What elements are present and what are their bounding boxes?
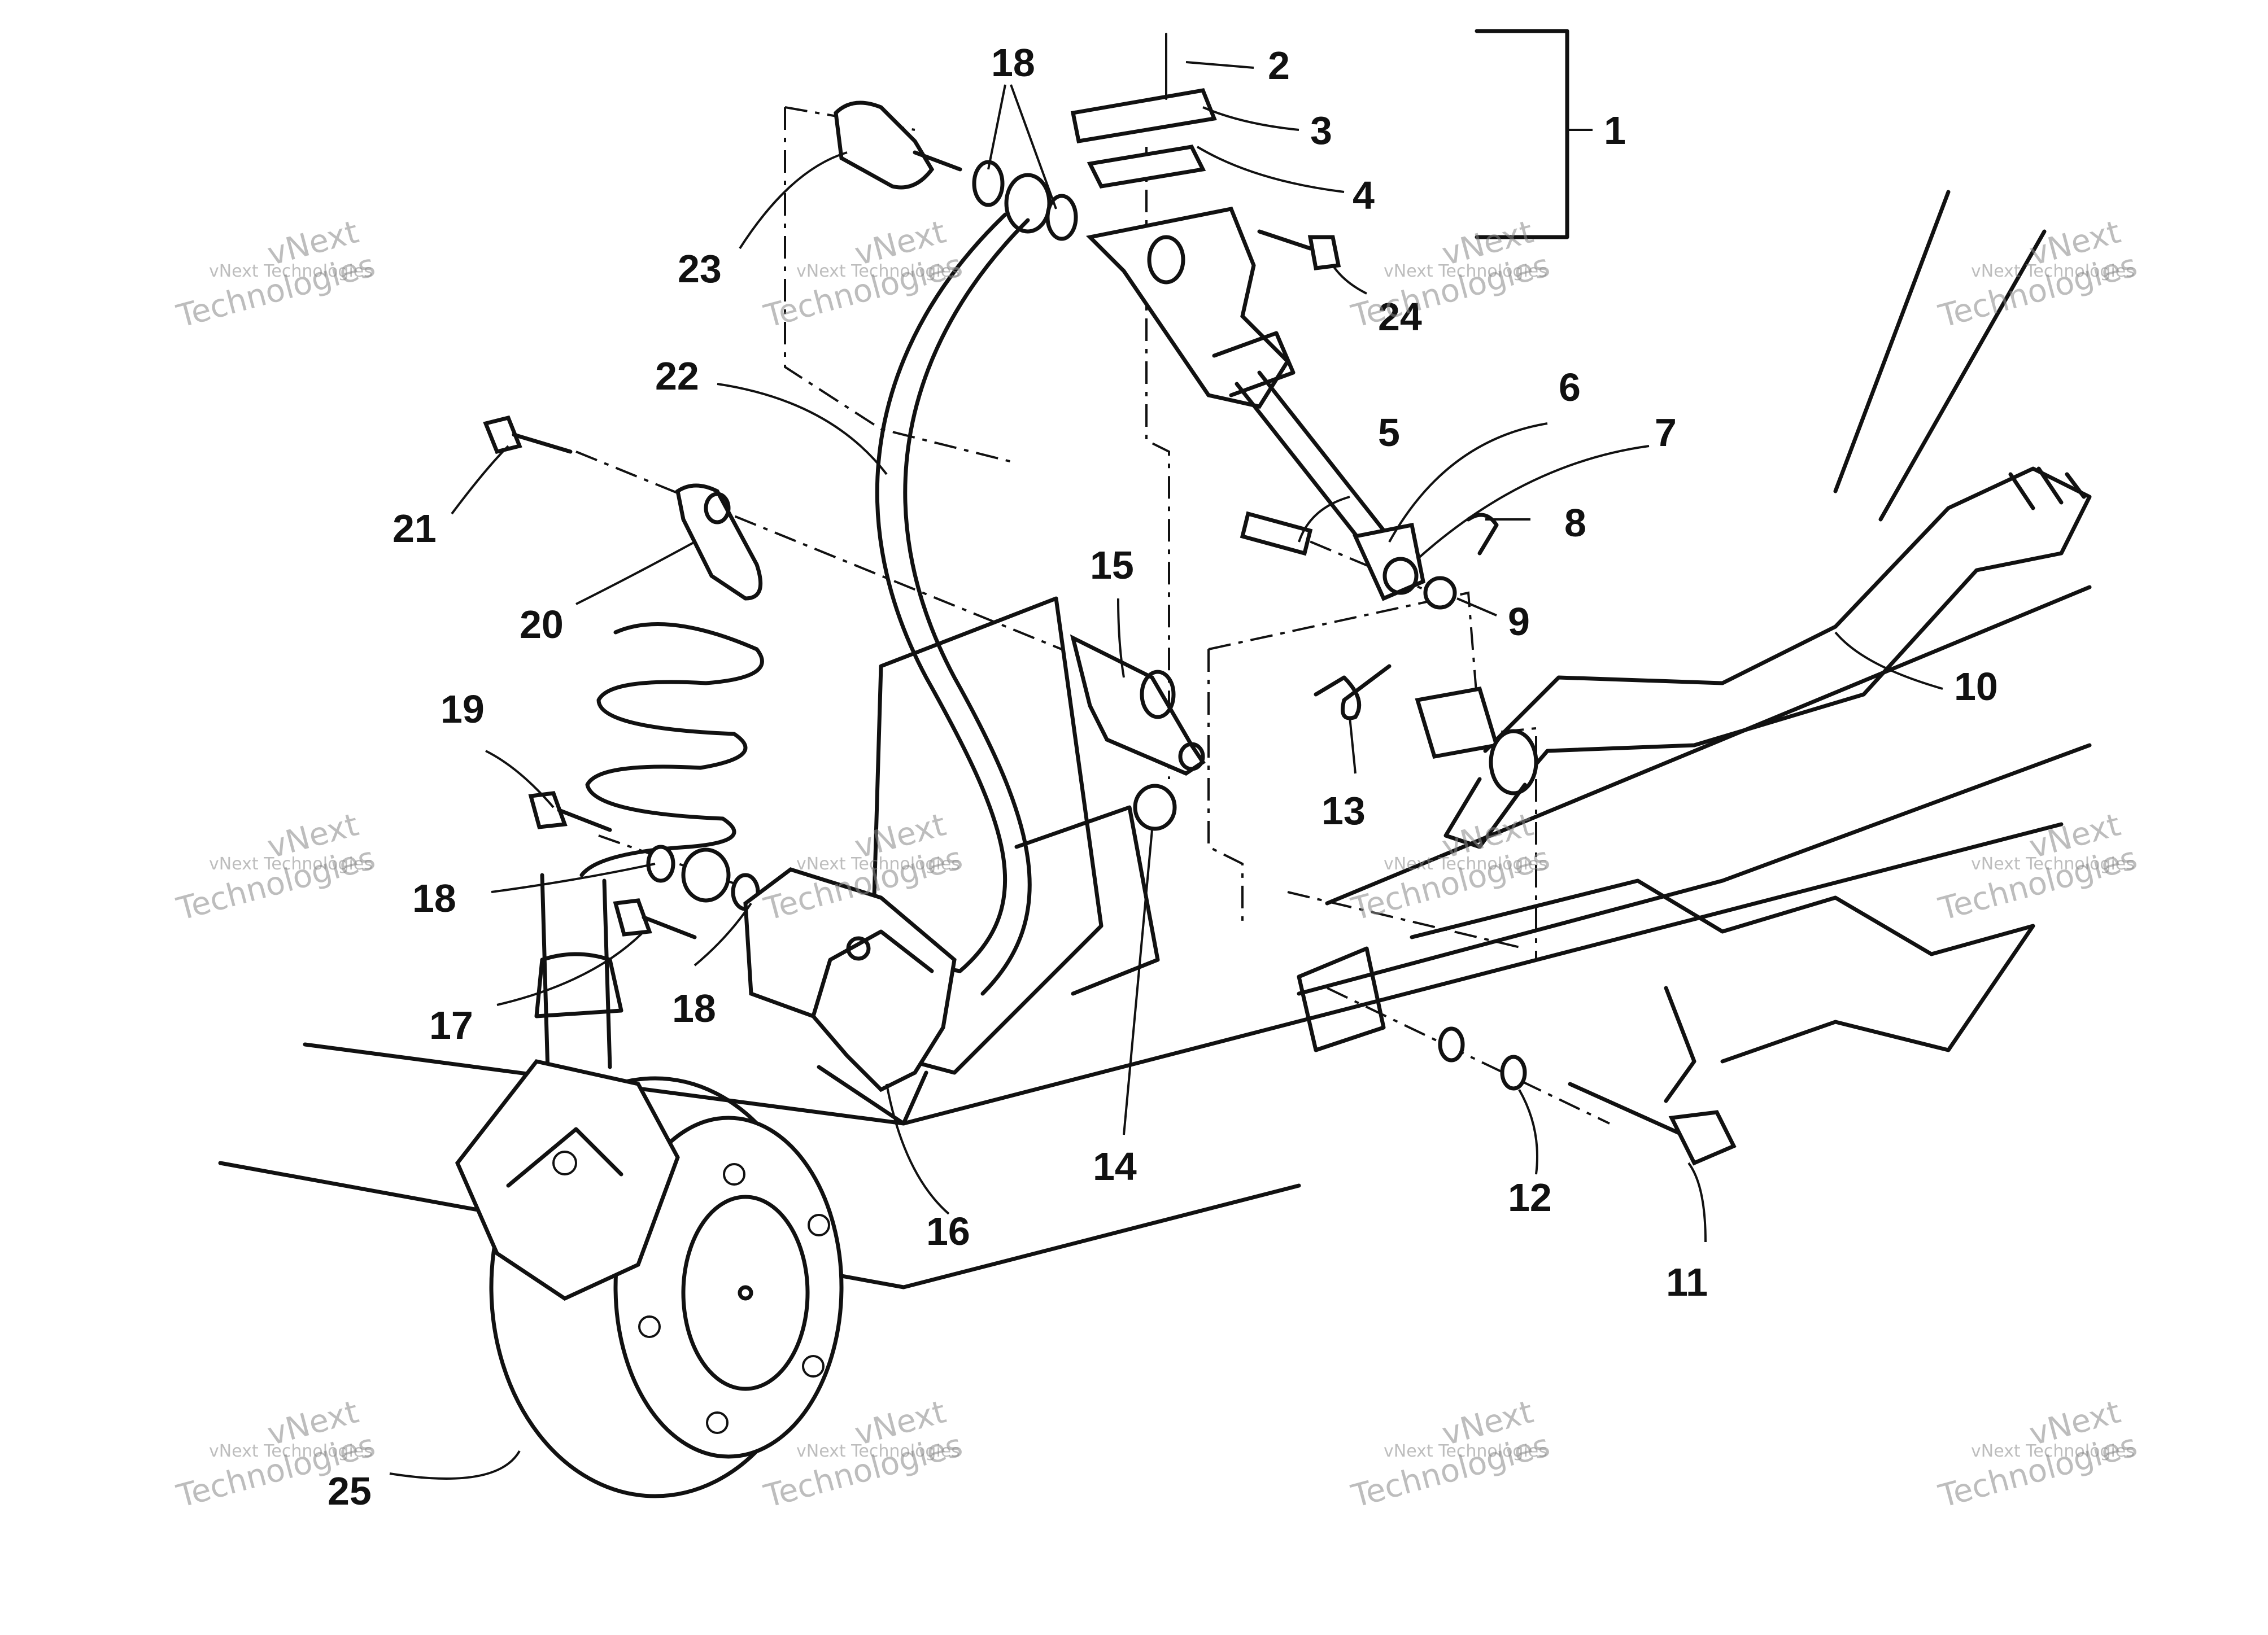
brake-hose [875, 212, 1032, 996]
callout-labels: 1 2 3 4 5 6 7 8 9 10 11 12 13 14 15 16 1… [328, 41, 1998, 1513]
callout-7: 7 [1655, 410, 1677, 454]
leader-lines [389, 61, 1943, 1480]
callout-19: 19 [440, 687, 485, 731]
chassis-frame [218, 190, 2092, 1289]
pushrod-clevis [1240, 511, 1499, 610]
brake-pedal [1415, 466, 2092, 849]
callout-13: 13 [1321, 789, 1366, 833]
watermark-12: vNext vNext Technologies Technologies [1935, 1393, 2141, 1515]
svg-text:vNext Technologies: vNext Technologies [209, 1441, 373, 1461]
svg-text:vNext Technologies: vNext Technologies [1971, 261, 2135, 281]
watermark-5: vNext vNext Technologies Technologies [173, 806, 379, 928]
callout-4: 4 [1353, 173, 1375, 217]
watermark-1: vNext vNext Technologies Technologies [173, 213, 379, 335]
bracket-1 [1475, 29, 1593, 239]
svg-text:vNext Technologies: vNext Technologies [796, 854, 960, 874]
bolt-24 [1257, 229, 1341, 270]
callout-21: 21 [392, 506, 437, 550]
caliper-16 [743, 867, 957, 1092]
callout-15: 15 [1090, 543, 1134, 587]
bolt-11 [1568, 1082, 1737, 1166]
svg-text:vNext Technologies: vNext Technologies [1971, 854, 2135, 874]
svg-text:vNext Technologies: vNext Technologies [796, 1441, 960, 1461]
hub-caliper [455, 1059, 680, 1301]
watermark-11: vNext vNext Technologies Technologies [1347, 1393, 1554, 1515]
callout-2: 2 [1268, 43, 1290, 88]
banjo-fitting [834, 100, 1078, 241]
reservoir-cap [1070, 33, 1217, 189]
callout-9: 9 [1508, 600, 1530, 644]
svg-text:vNext Technologies: vNext Technologies [1971, 1441, 2135, 1461]
pivot-bracket [1070, 634, 1206, 831]
callout-1: 1 [1604, 108, 1626, 152]
callout-17: 17 [429, 1003, 473, 1047]
callout-20: 20 [520, 602, 564, 646]
return-spring [1314, 664, 1392, 720]
callout-6: 6 [1559, 365, 1581, 409]
callout-23: 23 [678, 247, 722, 291]
coil-spring [534, 622, 764, 1075]
bolt-21 [483, 415, 573, 454]
svg-text:vNext Technologies: vNext Technologies [1384, 854, 1547, 874]
callout-12: 12 [1508, 1175, 1552, 1219]
svg-text:vNext Technologies: vNext Technologies [1384, 1441, 1547, 1461]
callout-16: 16 [926, 1209, 970, 1253]
svg-text:vNext Technologies: vNext Technologies [796, 261, 960, 281]
callout-18-lower: 18 [672, 986, 716, 1030]
callout-10: 10 [1954, 665, 1998, 709]
brake-disc [489, 1076, 844, 1498]
bushing-20 [675, 483, 763, 601]
svg-text:vNext Technologies: vNext Technologies [209, 261, 373, 281]
callout-8: 8 [1564, 501, 1586, 545]
svg-text:vNext Technologies: vNext Technologies [1384, 261, 1547, 281]
watermarks: vNext vNext Technologies Technologies vN… [173, 213, 2141, 1515]
svg-text:vNext Technologies: vNext Technologies [209, 854, 373, 874]
watermark-2: vNext vNext Technologies Technologies [760, 213, 966, 335]
callout-5: 5 [1378, 410, 1400, 454]
callout-25: 25 [328, 1469, 372, 1513]
callout-24: 24 [1378, 295, 1422, 339]
callout-11: 11 [1666, 1260, 1708, 1304]
callout-14: 14 [1093, 1144, 1137, 1188]
callout-22: 22 [655, 354, 699, 398]
bolt-17 [613, 898, 697, 939]
bolt-19 [528, 791, 612, 832]
callout-3: 3 [1310, 108, 1332, 152]
watermark-3: vNext vNext Technologies Technologies [1347, 213, 1554, 335]
watermark-8: vNext vNext Technologies Technologies [1935, 806, 2141, 928]
callout-18-left: 18 [412, 876, 456, 920]
watermark-4: vNext vNext Technologies Technologies [1935, 213, 2141, 335]
callout-18-top: 18 [991, 41, 1035, 85]
